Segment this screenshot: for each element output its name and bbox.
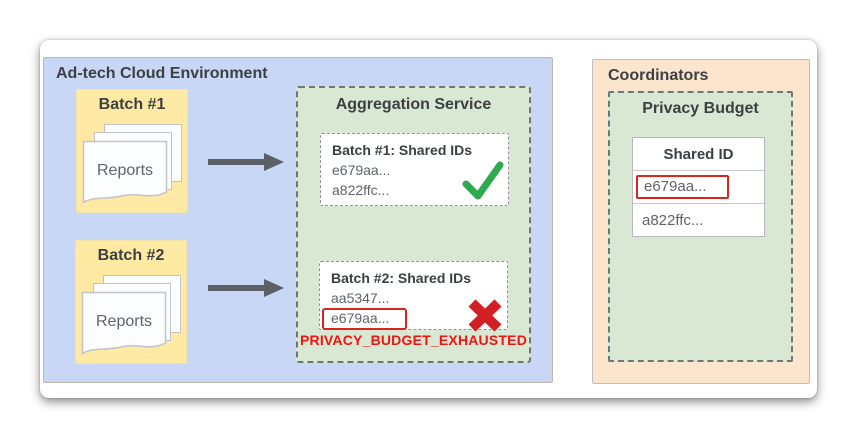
highlighted-shared-id: e679aa...: [322, 308, 408, 330]
shared-id-value: aa5347...: [331, 290, 390, 306]
red-x-icon: [468, 299, 502, 332]
right-arrow-icon: [208, 279, 284, 297]
batch-1-result-box: Batch #1: Shared IDs e679aa... a822ffc..…: [320, 133, 509, 206]
green-checkmark-icon: [462, 161, 504, 200]
highlighted-shared-id: e679aa...: [636, 175, 729, 199]
shared-id-row: a822ffc...: [642, 211, 704, 229]
shared-id-table-header: Shared ID: [633, 138, 764, 171]
coordinators-box: Coordinators Privacy Budget Shared ID e6…: [592, 59, 810, 384]
batch-1-title: Batch #1: [98, 96, 166, 113]
report-page-icon: [82, 140, 168, 204]
batch-1-result-title: Batch #1: Shared IDs: [332, 142, 473, 158]
shared-id-table: Shared ID e679aa... a822ffc...: [632, 137, 765, 237]
shared-id-value: a822ffc...: [332, 182, 390, 198]
report-page-icon: [81, 291, 167, 355]
aggregation-service-box: Aggregation Service Batch #1: Shared IDs…: [296, 86, 531, 363]
batch-1-reports-label: Reports: [96, 162, 154, 179]
batch-2-title: Batch #2: [97, 247, 165, 264]
batch-2-reports-label: Reports: [95, 313, 153, 330]
privacy-budget-title: Privacy Budget: [642, 100, 759, 117]
batch-2-box: Batch #2 Reports: [75, 240, 187, 364]
batch-2-result-title: Batch #2: Shared IDs: [331, 270, 472, 286]
shared-id-value: e679aa...: [332, 162, 391, 178]
batch-2-result-box: Batch #2: Shared IDs aa5347... e679aa...: [319, 261, 508, 332]
adtech-environment-box: Ad-tech Cloud Environment Batch #1 Repor…: [43, 57, 553, 383]
privacy-budget-exhausted-label: PRIVACY_BUDGET_EXHAUSTED: [299, 332, 528, 348]
coordinators-title: Coordinators: [608, 67, 709, 84]
privacy-budget-box: Privacy Budget Shared ID e679aa... a822f…: [608, 91, 793, 362]
shared-id-row-highlighted: e679aa...: [633, 171, 764, 204]
batch-1-box: Batch #1 Reports: [76, 89, 188, 213]
diagram-card: Ad-tech Cloud Environment Batch #1 Repor…: [40, 40, 817, 398]
adtech-title: Ad-tech Cloud Environment: [56, 65, 268, 82]
right-arrow-icon: [208, 153, 284, 171]
aggregation-service-title: Aggregation Service: [335, 96, 492, 113]
